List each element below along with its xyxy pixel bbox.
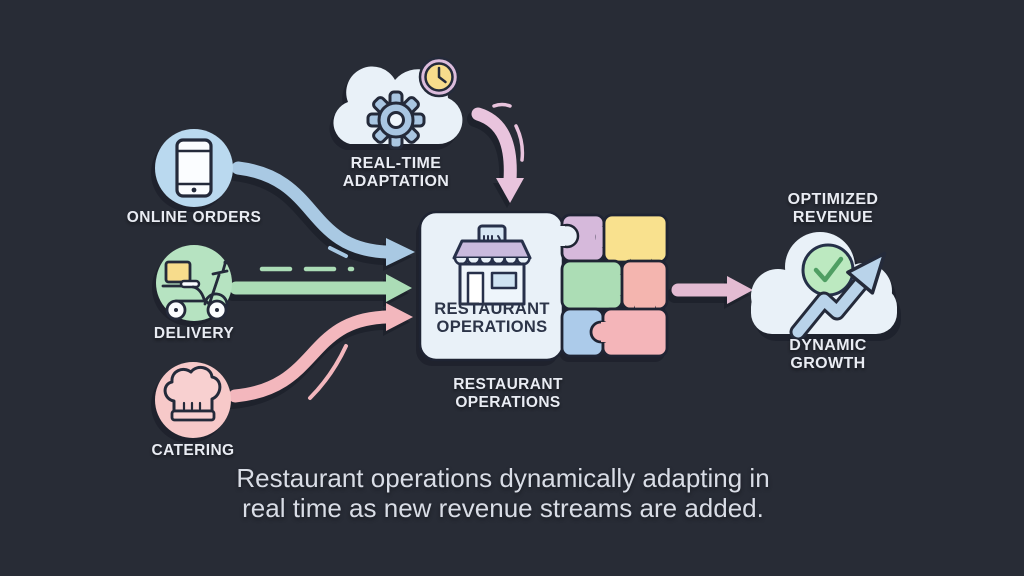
delivery-scooter-icon bbox=[161, 260, 229, 321]
arrow-online-orders bbox=[227, 161, 415, 271]
operations-box-knob bbox=[553, 223, 580, 249]
puzzle-piece-bottom-right bbox=[589, 307, 669, 358]
delivery-node bbox=[152, 245, 232, 326]
growth-arrow-icon bbox=[789, 251, 887, 341]
outcome-cloud-node bbox=[751, 232, 901, 341]
clock-icon bbox=[418, 56, 460, 98]
puzzle-pieces bbox=[560, 213, 669, 358]
arrow-adaptation bbox=[467, 102, 525, 208]
check-circle-icon bbox=[801, 243, 855, 297]
arrow-catering bbox=[224, 303, 413, 409]
label-catering: CATERING bbox=[151, 442, 235, 459]
label-restaurant-operations-box: RESTAURANT OPERATIONS bbox=[434, 300, 550, 336]
operations-node bbox=[416, 210, 669, 366]
gear-icon bbox=[366, 90, 426, 150]
storefront-icon bbox=[452, 224, 532, 306]
label-real-time-adaptation: REAL-TIME ADAPTATION bbox=[342, 155, 450, 190]
online-orders-node bbox=[151, 129, 233, 212]
arrow-output bbox=[667, 276, 753, 309]
chef-hat-icon bbox=[163, 365, 222, 422]
label-restaurant-operations-caption: RESTAURANT OPERATIONS bbox=[453, 376, 563, 411]
arrow-delivery bbox=[225, 266, 412, 307]
catering-node bbox=[151, 362, 231, 443]
smartphone-icon bbox=[175, 138, 213, 198]
adaptation-cloud-node bbox=[329, 56, 463, 151]
diagram-caption: Restaurant operations dynamically adapti… bbox=[236, 463, 770, 523]
arrows-layer bbox=[224, 102, 753, 409]
label-optimized-revenue: OPTIMIZED REVENUE bbox=[787, 191, 879, 226]
label-online-orders: ONLINE ORDERS bbox=[126, 209, 262, 226]
label-dynamic-growth: DYNAMIC GROWTH bbox=[789, 337, 867, 372]
label-delivery: DELIVERY bbox=[153, 325, 235, 342]
